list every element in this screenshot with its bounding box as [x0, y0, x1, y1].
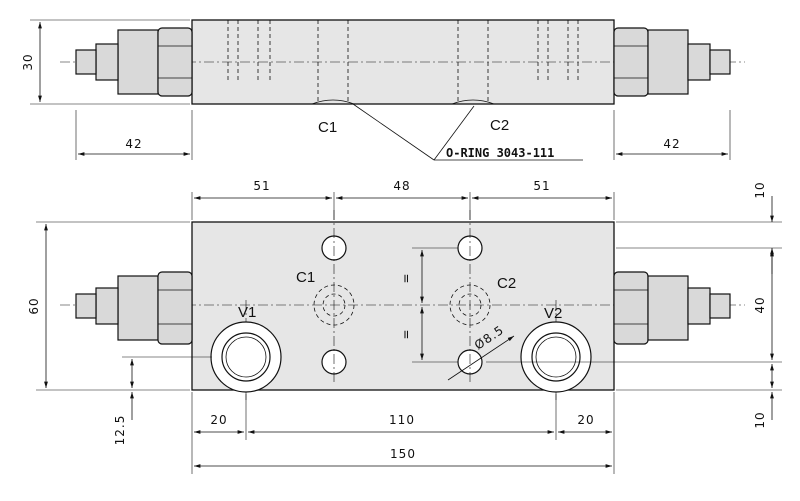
dim-top-left-cartridge: 42: [125, 137, 142, 151]
c2-front-label: C2: [497, 275, 516, 292]
top-view: C1 C2 O-RING 3043-111 30 42 42: [21, 19, 745, 161]
v1-port: [210, 321, 282, 393]
oring-leader-c1: [352, 103, 435, 161]
dim-top-height: 30: [21, 53, 35, 70]
dim-top-right-cartridge: 42: [663, 137, 680, 151]
dim-bottom-left: 20: [210, 413, 227, 427]
dim-right-middle: 40: [753, 296, 767, 313]
oring-leader-c2: [433, 105, 475, 161]
top-left-cartridge: [75, 27, 193, 97]
dim-span-middle: 48: [393, 179, 410, 193]
oring-note: O-RING 3043-111: [446, 146, 554, 160]
front-view: C1 C2 V1 V2 = = Ø8.5 51 48 51 60: [27, 179, 782, 474]
dim-bottom-middle: 110: [389, 413, 415, 427]
top-right-cartridge: [613, 27, 731, 97]
dim-front-height: 60: [27, 297, 41, 314]
c2-top-label: C2: [490, 117, 509, 134]
front-left-cartridge: [75, 271, 193, 345]
top-oring-groove-c1: [311, 99, 355, 105]
dim-span-left: 51: [253, 179, 270, 193]
dim-right-bottom: 10: [753, 411, 767, 428]
dim-span-right: 51: [533, 179, 550, 193]
dim-port-height: 12.5: [113, 415, 127, 446]
dim-equal-upper: =: [399, 272, 413, 283]
front-right-cartridge: [613, 271, 731, 345]
dim-overall-length: 150: [390, 447, 416, 461]
v2-port: [520, 321, 592, 393]
v2-label: V2: [544, 305, 562, 322]
top-oring-groove-c2: [451, 99, 495, 105]
c1-front-label: C1: [296, 269, 315, 286]
dim-equal-lower: =: [399, 328, 413, 339]
v1-label: V1: [238, 304, 256, 321]
top-hidden-bores: [227, 20, 579, 104]
c1-top-label: C1: [318, 119, 337, 136]
dim-bottom-right: 20: [577, 413, 594, 427]
dim-right-top: 10: [753, 181, 767, 198]
